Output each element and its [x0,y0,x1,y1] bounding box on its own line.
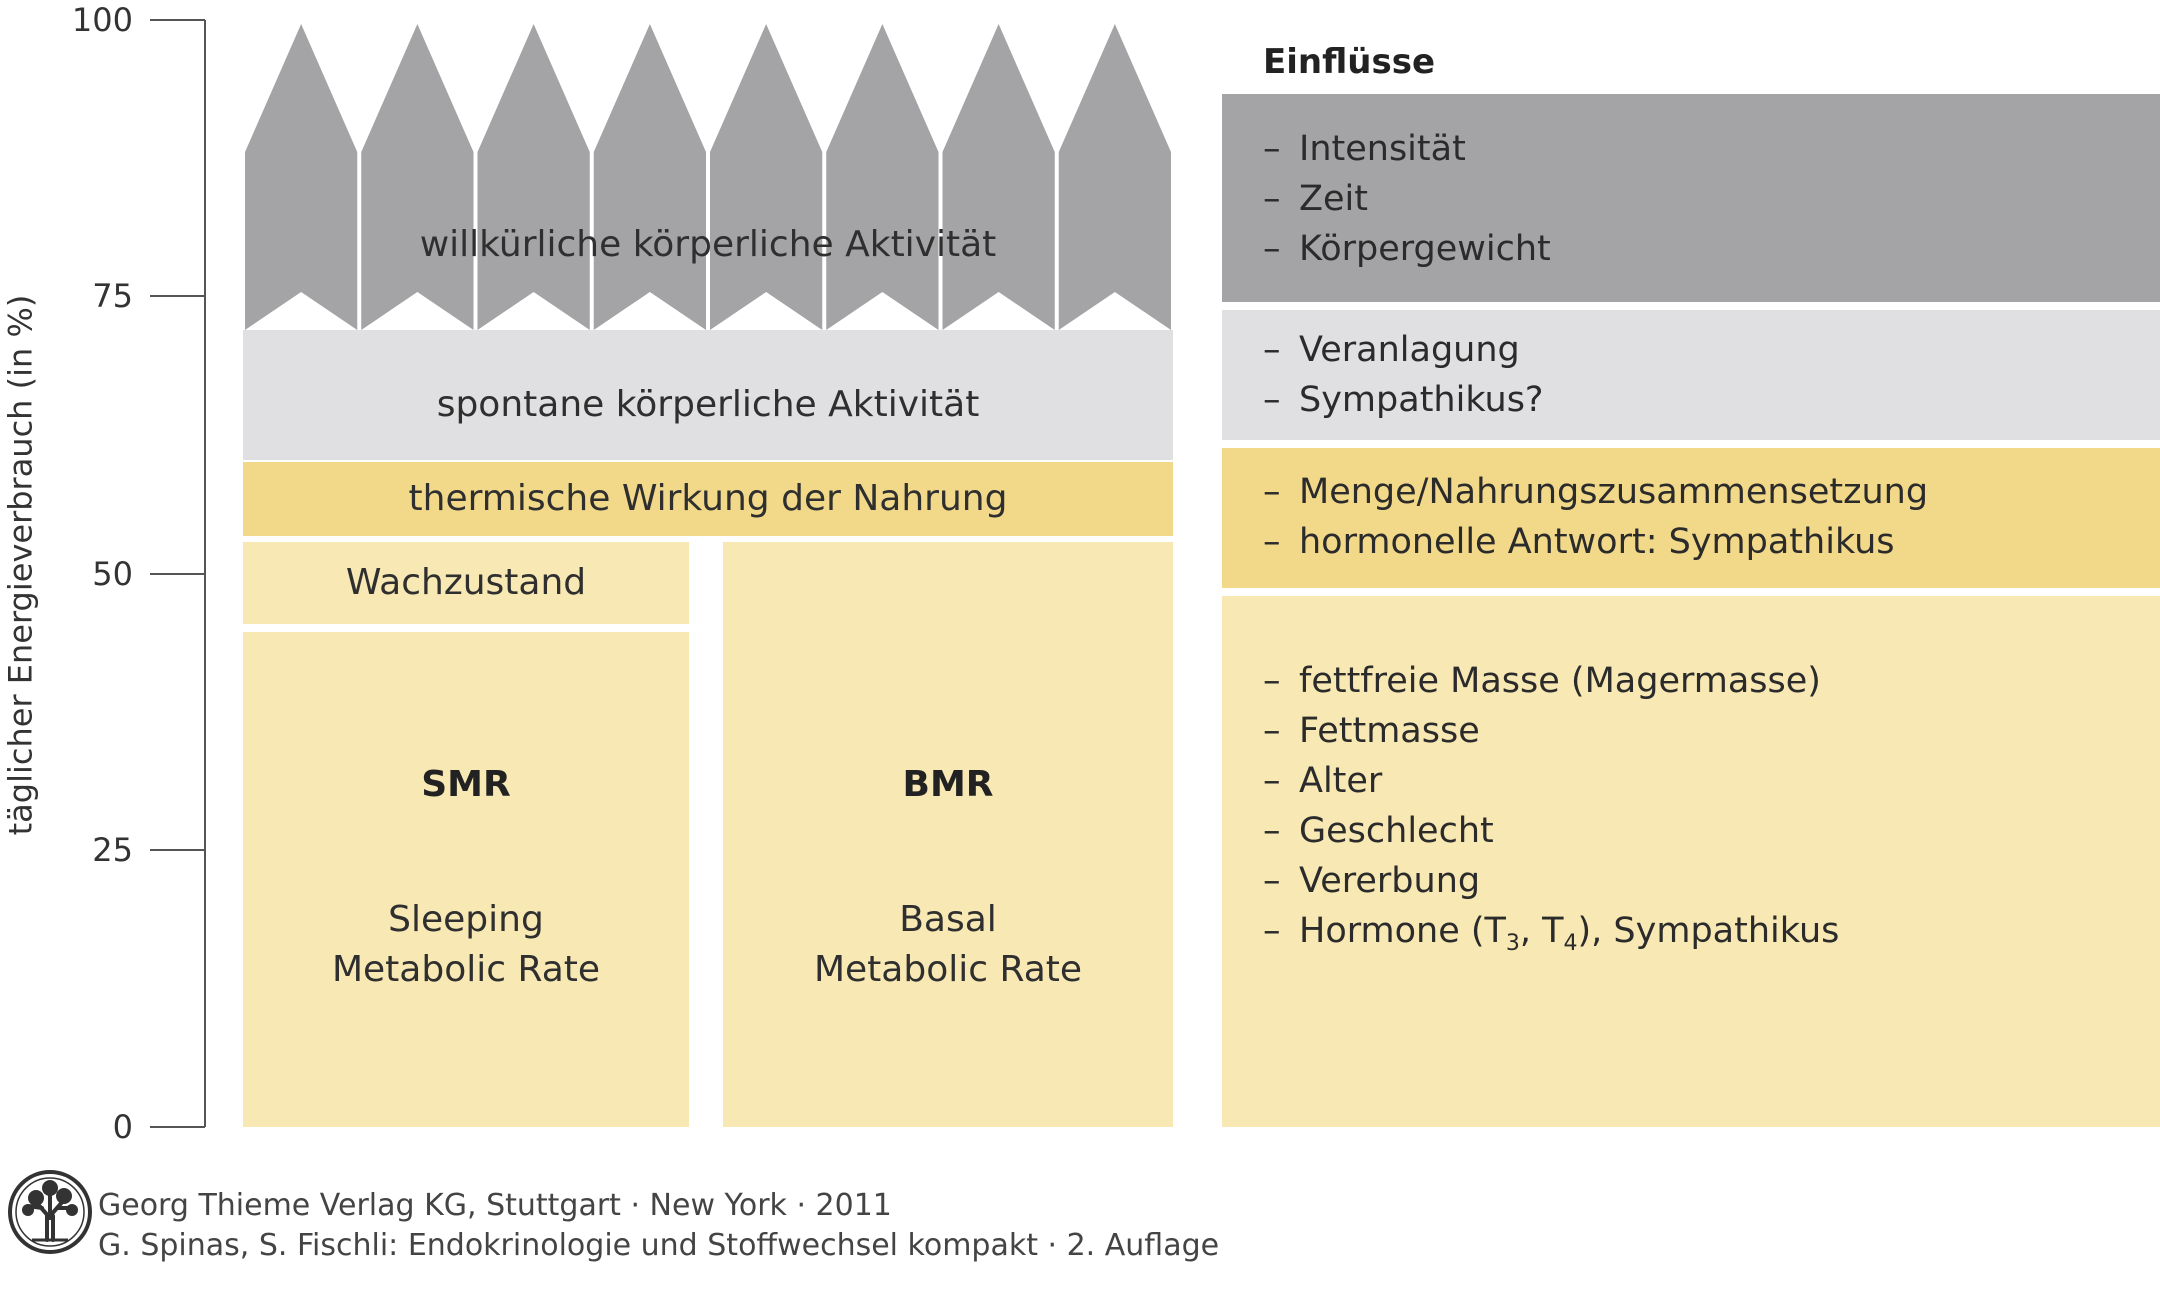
bmr-line2: Metabolic Rate [813,949,1083,990]
influences-thermic-panel: –Menge/Nahrungszusammensetzung –hormonel… [1222,448,2160,588]
y-tick-label-100: 100 [71,1,133,39]
activity-arrow-shape [361,24,474,330]
awake-state-label: Wachzustand [345,561,587,603]
activity-arrow-shape [245,24,358,330]
list-item: –fettfreie Masse (Magermasse) [1263,661,1821,701]
influences-basal-panel: –fettfreie Masse (Magermasse) –Fettmasse… [1222,596,2160,1127]
list-item: –hormonelle Antwort: Sympathikus [1263,522,1895,562]
y-tick-label-25: 25 [92,831,133,869]
activity-arrow-shape [1058,24,1171,330]
y-tick-label-75: 75 [92,277,133,315]
list-item: –Alter [1263,761,1383,801]
list-item: –Sympathikus? [1263,380,1544,420]
bmr-abbr: BMR [902,763,994,805]
thermic-effect-label: thermische Wirkung der Nahrung [408,477,1008,519]
spontaneous-activity-band [243,330,1173,460]
spontaneous-activity-block: spontane körperliche Aktivität [243,370,1173,440]
activity-arrow-shape [942,24,1055,330]
influences-activity-panel: –Intensität –Zeit –Körpergewicht [1222,94,2160,302]
publisher-logo [8,1170,92,1254]
y-tick-label-50: 50 [92,555,133,593]
influences-thermic-list: –Menge/Nahrungszusammensetzung –hormonel… [1222,448,2160,567]
activity-arrow-shape [477,24,590,330]
spontaneous-activity-label: spontane körperliche Aktivität [436,383,980,425]
smr-block: SMR Sleeping Metabolic Rate [243,632,689,1127]
influences-basal-list: –fettfreie Masse (Magermasse) –Fettmasse… [1222,596,2160,969]
voluntary-activity-block: willkürliche körperliche Aktivität [243,210,1173,280]
list-item: –Körpergewicht [1263,229,1551,269]
thermic-effect-block: thermische Wirkung der Nahrung [243,462,1173,536]
influences-activity-list: –Intensität –Zeit –Körpergewicht [1222,94,2160,274]
bmr-line1: Basal [899,898,997,940]
voluntary-activity-shapes [245,24,1171,330]
list-item: –Veranlagung [1263,330,1520,370]
list-item: –Vererbung [1263,861,1481,901]
activity-arrow-shape [710,24,823,330]
list-item: –Zeit [1263,179,1368,219]
credit-line-2: G. Spinas, S. Fischli: Endokrinologie un… [98,1228,1220,1263]
list-item-hormones: –Hormone (T3, T4), Sympathikus [1263,911,1840,956]
y-tick-label-0: 0 [112,1108,133,1146]
influences-title: Einflüsse [1263,42,1436,82]
smr-line1: Sleeping [388,898,544,940]
credit-line-1: Georg Thieme Verlag KG, Stuttgart · New … [98,1188,892,1223]
y-axis-title: täglicher Energieverbrauch (in %) [0,0,40,1130]
smr-abbr: SMR [421,763,511,805]
y-axis-title-text: täglicher Energieverbrauch (in %) [1,294,39,836]
influences-spontaneous-panel: –Veranlagung –Sympathikus? [1222,310,2160,440]
activity-arrow-shape [826,24,939,330]
bmr-block: BMR Basal Metabolic Rate [723,542,1173,1127]
voluntary-activity-label: willkürliche körperliche Aktivität [419,223,997,265]
influences-spontaneous-list: –Veranlagung –Sympathikus? [1222,310,2160,425]
list-item: –Menge/Nahrungszusammensetzung [1263,472,1929,512]
list-item: –Fettmasse [1263,711,1480,751]
list-item: –Geschlecht [1263,811,1494,851]
activity-arrow-shape [593,24,706,330]
smr-line2: Metabolic Rate [331,949,601,990]
list-item: –Intensität [1263,129,1466,169]
awake-state-block: Wachzustand [243,542,689,624]
